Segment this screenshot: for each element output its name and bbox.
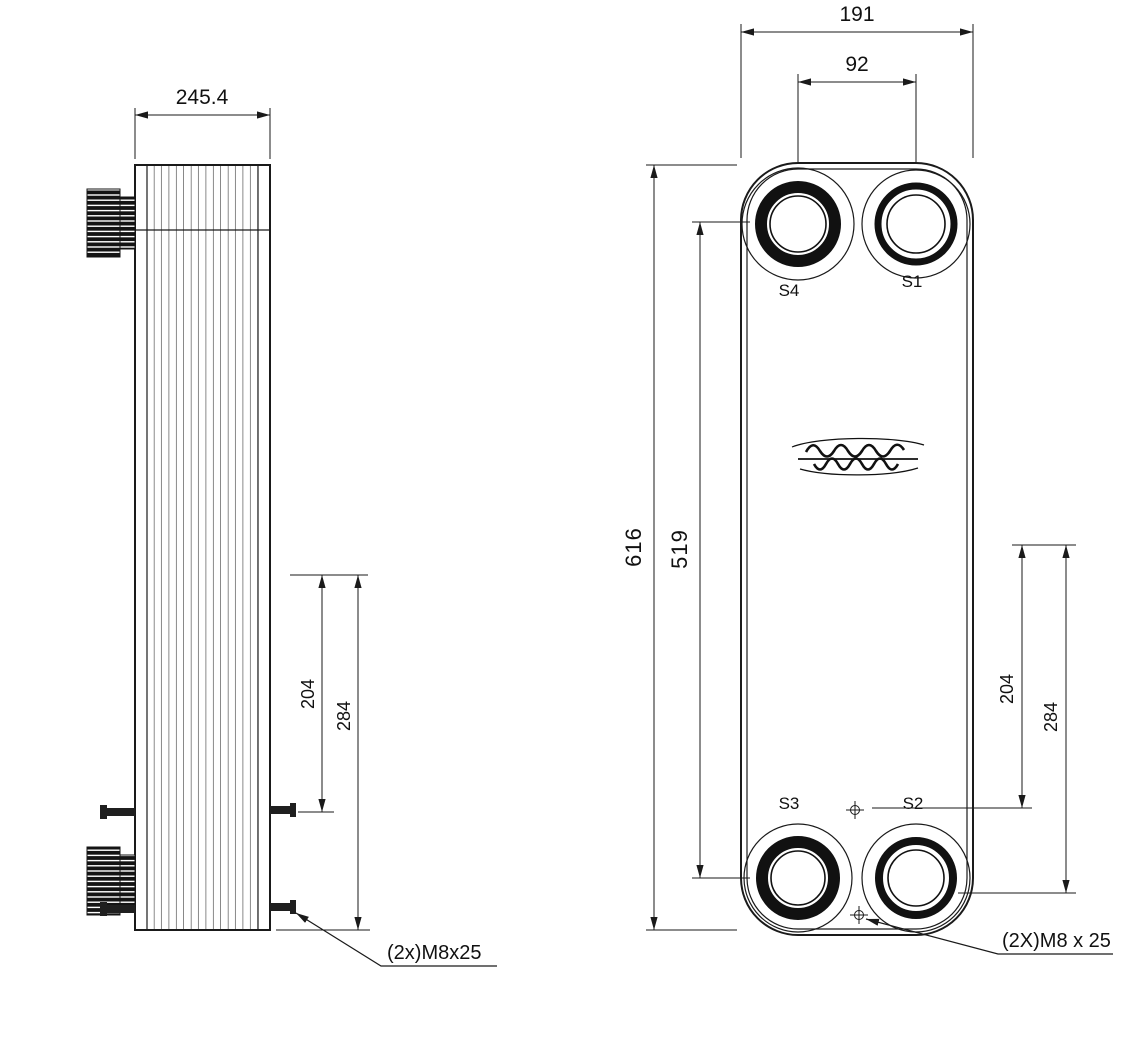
dimension-front-width: 191 <box>740 3 974 158</box>
stud-left-upper <box>106 808 135 816</box>
dimension-port-spacing: 92 <box>797 53 917 164</box>
stud-right-upper <box>270 806 292 814</box>
port-s4-flange-circle <box>741 167 855 281</box>
plate-stack <box>134 164 271 931</box>
port-s4-bore <box>769 195 827 253</box>
plate-pack-hatching <box>147 165 258 930</box>
port-s3-label: S3 <box>779 794 800 813</box>
dim-616-label: 616 <box>621 527 646 567</box>
port-s2-bore <box>887 849 945 907</box>
front-view: S4 S1 S3 S2 191 <box>621 3 1113 955</box>
stud-left-lower-head <box>100 902 107 916</box>
port-s4-ring <box>755 181 841 267</box>
logo-upper-wave <box>804 443 906 458</box>
leader-line <box>295 912 497 967</box>
stud-left-lower <box>106 905 135 913</box>
leader-line <box>865 918 1113 955</box>
front-body-outline <box>740 162 974 936</box>
bolt-note-side: (2x)M8x25 <box>295 912 497 967</box>
logo-lower-wave <box>812 457 900 471</box>
dimension-total-height: 616 <box>621 164 737 931</box>
port-s3 <box>743 823 853 933</box>
port-s3-bore <box>770 850 826 906</box>
bolt-note-front: (2X)M8 x 25 <box>865 918 1113 955</box>
dim-204-front-label: 204 <box>997 674 1017 704</box>
dimension-side-width: 245.4 <box>134 86 271 159</box>
port-s1-label: S1 <box>902 272 923 291</box>
dimension-front-studs: 204 284 <box>872 544 1076 894</box>
front-body-inner-contour <box>746 168 968 930</box>
stud-right-upper-head <box>290 803 296 817</box>
port-s1 <box>861 169 971 279</box>
port-s1-ring <box>874 182 958 266</box>
bottom-connection-neck <box>119 854 136 908</box>
dim-92-label: 92 <box>845 53 868 76</box>
port-s3-ring <box>756 836 840 920</box>
dim-519-label: 519 <box>667 529 692 569</box>
logo-upper-tail <box>791 437 925 448</box>
port-s4 <box>741 167 855 281</box>
side-view: 245.4 204 284 (2x)M8x25 <box>86 86 497 967</box>
stud-left-upper-head <box>100 805 107 819</box>
port-s2-label: S2 <box>903 794 924 813</box>
top-connection <box>86 188 136 258</box>
port-s1-bore <box>886 194 946 254</box>
bolt-note-side-label: (2x)M8x25 <box>387 942 481 964</box>
dim-284-side-label: 284 <box>334 701 354 731</box>
dim-204-side-label: 204 <box>298 679 318 709</box>
alfa-laval-logo <box>791 437 925 476</box>
top-connection-thread-block <box>86 188 121 258</box>
logo-lower-tail <box>799 467 919 476</box>
port-s4-label: S4 <box>779 281 800 300</box>
plate-pack-outline <box>134 164 271 931</box>
stud-right-lower <box>270 903 292 911</box>
bolt-note-front-label: (2X)M8 x 25 <box>1002 930 1111 952</box>
dimension-port-height: 519 <box>667 221 750 879</box>
mounting-studs <box>100 803 296 916</box>
bottom-connection <box>86 846 136 916</box>
top-connection-neck <box>119 196 136 250</box>
port-s2-ring <box>875 837 957 919</box>
center-mark-lower <box>850 906 868 924</box>
dim-side-width-label: 245.4 <box>176 86 229 109</box>
port-s2 <box>861 823 971 933</box>
center-mark-upper <box>846 801 864 819</box>
dim-191-label: 191 <box>839 3 874 26</box>
port-s1-flange-circle <box>861 169 971 279</box>
stud-right-lower-head <box>290 900 296 914</box>
dim-284-front-label: 284 <box>1041 702 1061 732</box>
dimension-side-studs: 204 284 <box>276 574 370 931</box>
